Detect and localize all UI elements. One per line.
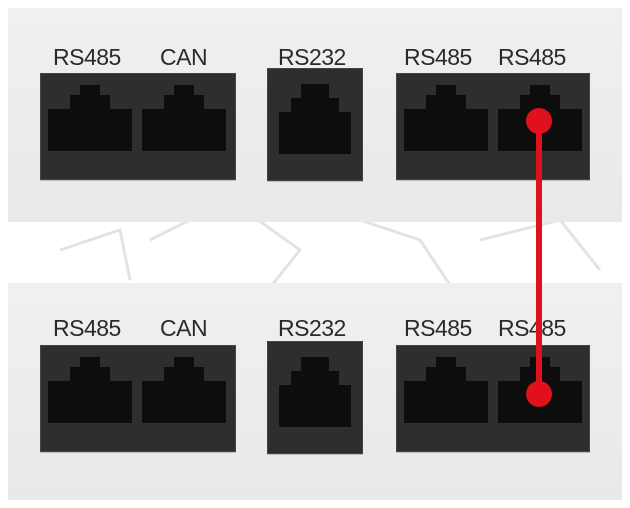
single-port-housing — [267, 341, 363, 454]
port-label-rs232: RS232 — [278, 44, 346, 70]
rj45-port-can[interactable] — [40, 73, 236, 180]
rj45-port-rs485-connected[interactable] — [396, 73, 590, 180]
port-label-rs485: RS485 — [498, 315, 566, 341]
rj45-port-rs485-connected[interactable] — [396, 345, 590, 452]
dual-port-housing — [40, 345, 236, 452]
rj45-port-rs485[interactable] — [396, 345, 590, 452]
rj45-port-rs485[interactable] — [396, 73, 590, 180]
rj11-port-rs232[interactable] — [267, 341, 363, 454]
bottom-device-panel: RS485 CAN RS232 RS485 RS485 — [8, 283, 622, 500]
rj45-port-rs485[interactable] — [40, 345, 236, 452]
single-port-housing — [267, 68, 363, 181]
port-label-rs485: RS485 — [498, 44, 566, 70]
rj11-port-rs232[interactable] — [267, 68, 363, 181]
dual-port-housing — [40, 73, 236, 180]
rj45-port-rs485[interactable] — [40, 73, 236, 180]
top-device-panel: RS485 CAN RS232 RS485 RS485 — [8, 8, 622, 222]
port-label-rs485: RS485 — [53, 315, 121, 341]
rj45-port-can[interactable] — [40, 345, 236, 452]
port-label-rs485: RS485 — [404, 44, 472, 70]
port-label-can: CAN — [160, 315, 208, 341]
port-label-rs485: RS485 — [53, 44, 121, 70]
dual-port-housing — [396, 345, 590, 452]
port-label-can: CAN — [160, 44, 208, 70]
dual-port-housing — [396, 73, 590, 180]
port-label-rs232: RS232 — [278, 315, 346, 341]
port-label-rs485: RS485 — [404, 315, 472, 341]
